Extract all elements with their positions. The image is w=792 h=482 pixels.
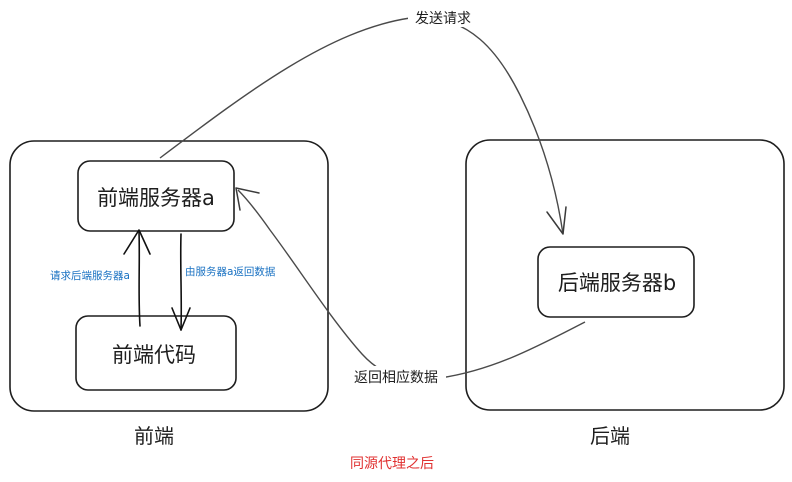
- send-request-label: 发送请求: [415, 11, 471, 27]
- server-returns-edge: [179, 233, 183, 331]
- diagram-caption: 同源代理之后: [350, 456, 434, 472]
- backend-group-label: 后端: [590, 424, 630, 448]
- send-request-label-bg: [408, 7, 478, 27]
- server-returns-arrowhead: [171, 307, 191, 331]
- frontend-group-box: [9, 140, 329, 412]
- request-backend-edge: [138, 231, 141, 327]
- request-backend-arrowhead: [123, 229, 151, 255]
- backend-group-box: [465, 139, 785, 411]
- return-data-label: 返回相应数据: [354, 369, 438, 386]
- send-request-edge: [159, 16, 564, 235]
- frontend-server-box: [77, 160, 235, 232]
- request-backend-label: 请求后端服务器a: [50, 269, 130, 282]
- return-data-label-bg: [346, 366, 446, 386]
- backend-server-label: 后端服务器b: [558, 271, 676, 295]
- frontend-code-box: [75, 315, 237, 391]
- frontend-server-label: 前端服务器a: [97, 186, 215, 210]
- return-data-edge: [237, 189, 586, 381]
- return-data-arrowhead: [235, 187, 260, 211]
- frontend-code-label: 前端代码: [112, 343, 196, 367]
- backend-server-box: [537, 246, 695, 318]
- frontend-group-label: 前端: [134, 424, 174, 448]
- send-request-arrowhead: [546, 206, 567, 235]
- server-returns-label: 由服务器a返回数据: [185, 265, 276, 278]
